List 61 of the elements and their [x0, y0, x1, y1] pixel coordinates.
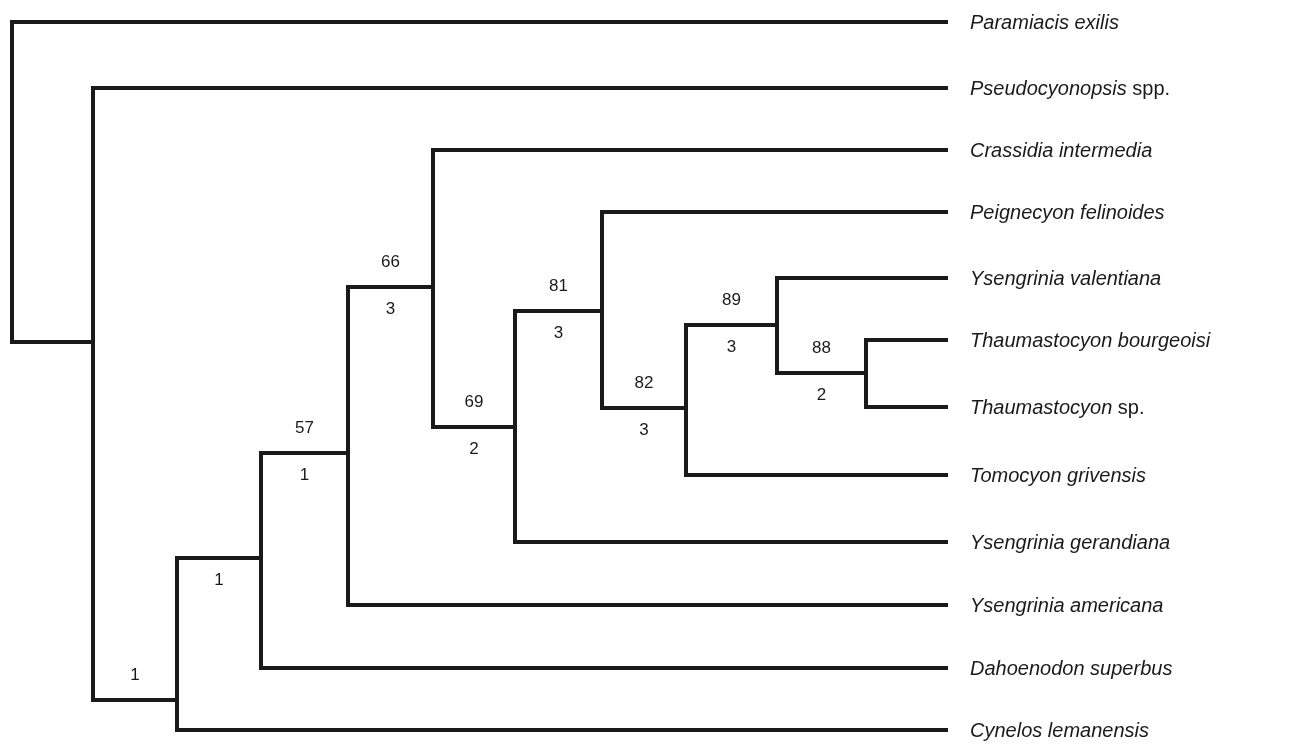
support-value: 1 [299, 465, 310, 485]
tree-branch [350, 603, 948, 607]
tree-branch [14, 340, 91, 344]
branch-bar [513, 309, 517, 544]
tree-branch [350, 285, 431, 289]
support-value: 1 [130, 665, 140, 685]
taxon-name: Thaumastocyon bourgeoisi [948, 327, 1211, 353]
branch-bar [684, 323, 688, 477]
tree-branch [95, 698, 175, 702]
tree-branch [779, 276, 948, 280]
taxon-name: Dahoenodon superbus [948, 655, 1173, 681]
taxon-name: Crassidia intermedia [948, 137, 1153, 163]
taxon-name: Ysengrinia gerandiana [948, 529, 1171, 555]
support-value: 66 [381, 252, 400, 272]
taxon-name: Peignecyon felinoides [948, 199, 1165, 225]
tree-branch [435, 148, 948, 152]
support-value: 1 [214, 570, 224, 590]
branch-bar [600, 210, 604, 410]
tree-branch [688, 323, 775, 327]
taxon-name: Pseudocyonopsis spp. [948, 75, 1171, 101]
tree-branch [517, 540, 948, 544]
support-value: 3 [726, 337, 737, 357]
support-value: 57 [295, 418, 314, 438]
tree-branch [779, 371, 864, 375]
tree-branch [517, 309, 600, 313]
branch-bar [431, 148, 435, 429]
tree-branch [263, 451, 346, 455]
tree-branch [14, 20, 948, 24]
branch-bar [91, 86, 95, 702]
support-value: 2 [469, 439, 479, 459]
support-value: 3 [639, 420, 649, 440]
tree-branch [95, 86, 948, 90]
branch-bar [10, 20, 14, 344]
branch-bar [175, 556, 179, 732]
support-value: 2 [816, 385, 827, 405]
taxon-name: Ysengrinia americana [948, 592, 1164, 618]
branch-bar [259, 451, 263, 670]
tree-branch [179, 556, 259, 560]
taxon-name: Tomocyon grivensis [948, 462, 1146, 488]
tree-branch [868, 338, 948, 342]
support-value: 89 [722, 290, 741, 310]
support-value: 81 [549, 276, 568, 296]
branch-bar [346, 285, 350, 607]
tree-branch [435, 425, 513, 429]
tree-branch [688, 473, 948, 477]
tree-branch [604, 406, 684, 410]
tree-branch [263, 666, 948, 670]
support-value: 3 [385, 299, 396, 319]
tree-branch [179, 728, 948, 732]
branch-bar [864, 338, 868, 409]
support-value: 88 [812, 338, 831, 358]
support-value: 3 [553, 323, 564, 343]
tree-branch [604, 210, 948, 214]
support-value: 69 [464, 392, 484, 412]
tree-branch [868, 405, 948, 409]
taxon-name: Cynelos lemanensis [948, 717, 1149, 743]
taxon-name: Paramiacis exilis [948, 9, 1119, 35]
branch-bar [775, 276, 779, 375]
taxon-name: Ysengrinia valentiana [948, 265, 1162, 291]
support-value: 82 [634, 373, 654, 393]
taxon-name: Thaumastocyon sp. [948, 394, 1145, 420]
